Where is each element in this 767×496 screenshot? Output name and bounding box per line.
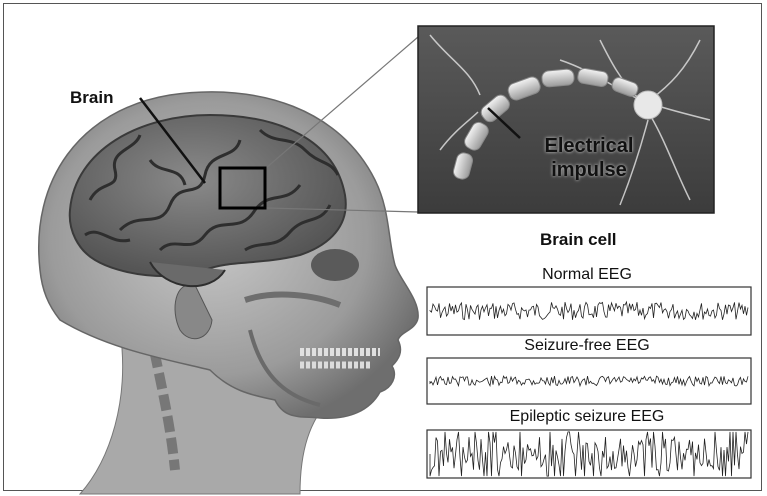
eye-socket [311, 249, 359, 281]
brain-label: Brain [70, 88, 113, 108]
seizure-free-eeg-title: Seizure-free EEG [422, 337, 752, 355]
eeg-panel-epileptic [427, 430, 751, 478]
epileptic-seizure-eeg-title: Epileptic seizure EEG [422, 408, 752, 426]
normal-eeg-title: Normal EEG [422, 266, 752, 284]
brain-cell-label: Brain cell [540, 230, 617, 250]
eeg-panel-seizure-free [427, 358, 751, 404]
cell-body [634, 91, 662, 119]
neuron-panel [418, 26, 714, 213]
electrical-impulse-label: Electrical impulse [519, 134, 659, 182]
eeg-panel-normal [427, 287, 751, 335]
